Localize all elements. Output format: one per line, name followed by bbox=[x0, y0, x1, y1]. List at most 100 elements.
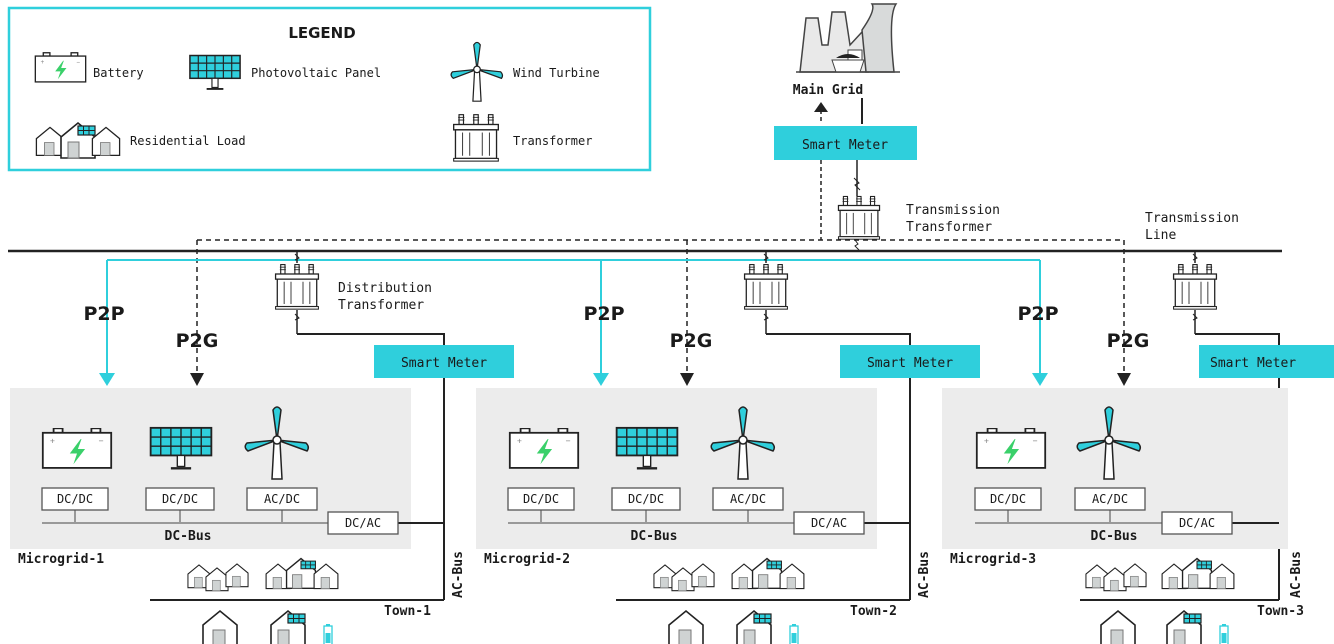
house-icon bbox=[1123, 563, 1147, 588]
microgrid-3 bbox=[975, 406, 1279, 524]
residential-load-icon bbox=[35, 122, 121, 159]
legend: LEGEND Battery Photovoltaic Panel Wind T… bbox=[7, 6, 652, 172]
microgrid-1 bbox=[41, 406, 444, 524]
legend-residential-label: Residential Load bbox=[130, 134, 246, 148]
mg2-acdc-wind bbox=[712, 487, 784, 511]
legend-pv-label: Photovoltaic Panel bbox=[251, 66, 381, 80]
main-smart-meter-label: Smart Meter bbox=[802, 138, 888, 153]
p2g-network bbox=[196, 239, 1125, 375]
converter-boxes bbox=[41, 487, 1233, 535]
house-pv-icon bbox=[1181, 557, 1213, 589]
mini-battery-icon bbox=[323, 624, 333, 644]
mg2-dcdc-pv-label: DC/DC bbox=[628, 492, 664, 506]
smart-meter-2-label: Smart Meter bbox=[867, 356, 953, 371]
mg3-dcdc-battery bbox=[974, 487, 1042, 511]
distribution-transformer-icon bbox=[274, 263, 320, 310]
house-icon bbox=[691, 563, 715, 588]
distribution-1 bbox=[274, 251, 445, 600]
mini-battery-icon bbox=[1219, 624, 1229, 644]
mg1-dcac-label: DC/AC bbox=[345, 516, 381, 530]
mg3-dc-bus-label: DC-Bus bbox=[1091, 529, 1138, 544]
p2g-arrow-3 bbox=[1117, 373, 1131, 386]
battery-icon bbox=[975, 428, 1047, 469]
house-pv-icon bbox=[285, 557, 317, 589]
house-pv-icon bbox=[751, 557, 783, 589]
town-3-houses bbox=[1085, 557, 1235, 644]
mg3-dcac bbox=[1161, 511, 1233, 535]
mg3-acdc-label: AC/DC bbox=[1092, 492, 1128, 506]
microgrid-2-name: Microgrid-2 bbox=[484, 552, 570, 567]
mg2-dcdc-pv bbox=[611, 487, 681, 511]
mg2-dc-bus-label: DC-Bus bbox=[631, 529, 678, 544]
town-1-label: Town-1 bbox=[384, 604, 431, 619]
microgrid-1-name: Microgrid-1 bbox=[18, 552, 104, 567]
mg2-dcac-label: DC/AC bbox=[811, 516, 847, 530]
main-grid-label: Main Grid bbox=[793, 83, 863, 98]
distribution-transformer-label: Distribution Transformer bbox=[338, 281, 440, 313]
house-icon bbox=[202, 610, 238, 644]
smart-meter-1 bbox=[374, 345, 514, 378]
house-icon bbox=[779, 563, 805, 590]
legend-wind-label: Wind Turbine bbox=[513, 66, 600, 80]
mg2-dcac bbox=[793, 511, 865, 535]
mg1-acdc-label: AC/DC bbox=[264, 492, 300, 506]
distribution-2 bbox=[743, 251, 911, 600]
p2p-label-2: P2P bbox=[583, 303, 624, 325]
transformer-icon bbox=[452, 113, 500, 162]
battery-icon bbox=[34, 52, 87, 83]
p2g-label-3: P2G bbox=[1107, 330, 1150, 352]
town-3-label: Town-3 bbox=[1257, 604, 1304, 619]
microgrid-2 bbox=[508, 406, 910, 524]
p2g-label-2: P2G bbox=[670, 330, 713, 352]
ac-bus-2-label: AC-Bus bbox=[917, 551, 932, 598]
house-icon bbox=[671, 567, 695, 592]
mg3-dcdc-battery-label: DC/DC bbox=[990, 492, 1026, 506]
main-smart-meter bbox=[774, 126, 917, 160]
legend-transformer-label: Transformer bbox=[513, 134, 592, 148]
p2p-arrow-1 bbox=[99, 373, 115, 386]
smart-meter-3 bbox=[1199, 345, 1334, 378]
mg3-acdc-wind bbox=[1074, 487, 1146, 511]
p2p-network bbox=[106, 259, 1041, 374]
p2g-label-1: P2G bbox=[176, 330, 219, 352]
house-icon bbox=[668, 610, 704, 644]
house-icon bbox=[225, 563, 249, 588]
ac-bus-1-label: AC-Bus bbox=[451, 551, 466, 598]
house-pv-icon bbox=[1166, 610, 1202, 644]
transmission-transformer-icon bbox=[837, 195, 881, 240]
transformer-icon bbox=[743, 263, 789, 310]
smart-meter-1-label: Smart Meter bbox=[401, 356, 487, 371]
legend-battery-label: Battery bbox=[93, 66, 144, 80]
transmission-line-label: Transmission Line bbox=[1145, 211, 1247, 243]
transmission-transformer-label: Transmission Transformer bbox=[906, 203, 1008, 235]
battery-icon bbox=[508, 428, 580, 469]
p2p-label-3: P2P bbox=[1017, 303, 1058, 325]
mg1-acdc-wind bbox=[246, 487, 318, 511]
house-icon bbox=[1209, 563, 1235, 590]
smart-meter-2 bbox=[840, 345, 980, 378]
house-pv-icon bbox=[270, 610, 306, 644]
house-icon bbox=[1100, 610, 1136, 644]
p2g-arrow-1 bbox=[190, 373, 204, 386]
house-icon bbox=[313, 563, 339, 590]
p2g-arrow-2 bbox=[680, 373, 694, 386]
ac-bus-3-label: AC-Bus bbox=[1289, 551, 1304, 598]
p2p-label-1: P2P bbox=[83, 303, 124, 325]
legend-title: LEGEND bbox=[288, 24, 355, 42]
mg1-dcac bbox=[327, 511, 399, 535]
mg1-dc-bus-label: DC-Bus bbox=[165, 529, 212, 544]
power-plant-icon bbox=[796, 3, 900, 73]
mini-battery-icon bbox=[789, 624, 799, 644]
mg1-dcdc-pv-label: DC/DC bbox=[162, 492, 198, 506]
town-2-label: Town-2 bbox=[850, 604, 897, 619]
transformer-icon bbox=[1172, 263, 1218, 310]
house-icon bbox=[1103, 567, 1127, 592]
smart-meter-3-label: Smart Meter bbox=[1210, 356, 1296, 371]
p2p-arrow-2 bbox=[593, 373, 609, 386]
p2p-arrow-3 bbox=[1032, 373, 1048, 386]
battery-icon bbox=[41, 428, 113, 469]
mg2-dcdc-battery-label: DC/DC bbox=[523, 492, 559, 506]
microgrid-3-name: Microgrid-3 bbox=[950, 552, 1036, 567]
mg2-acdc-label: AC/DC bbox=[730, 492, 766, 506]
mg1-dcdc-battery bbox=[41, 487, 109, 511]
